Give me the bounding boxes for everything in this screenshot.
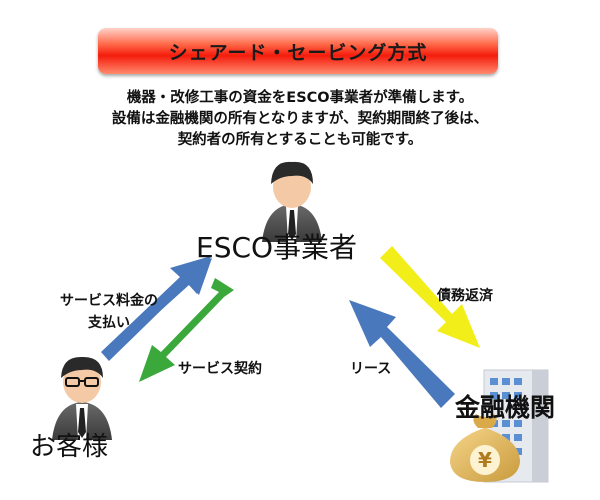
description-line-2: 設備は金融機関の所有となりますが、契約期間終了後は、	[111, 111, 489, 127]
party-esco-label: ESCO事業者	[196, 231, 358, 264]
esco-person-icon	[262, 161, 322, 242]
flow-debt-repayment-label: 債務返済	[437, 288, 493, 304]
flow-service-fee-line-1: サービス料金の	[60, 293, 158, 309]
flow-lease-label: リース	[350, 361, 392, 377]
party-customer-label: お客様	[30, 432, 109, 462]
arrow-service-contract-icon	[139, 278, 234, 382]
page-title: シェアード・セービング方式	[168, 41, 428, 64]
arrow-service-fee-icon	[101, 256, 212, 361]
title-banner: シェアード・セービング方式	[98, 28, 498, 74]
flow-service-fee-label: サービス料金の 支払い	[44, 290, 174, 334]
money-bag-icon: ¥	[450, 414, 520, 482]
arrow-debt-repayment-icon	[380, 246, 480, 348]
yen-symbol: ¥	[478, 448, 492, 472]
flow-service-fee-line-2: 支払い	[88, 315, 130, 331]
party-bank-label: 金融機関	[455, 393, 556, 422]
customer-person-icon	[52, 356, 112, 440]
arrow-lease-icon	[349, 300, 455, 408]
description-line-3: 契約者の所有とすることも可能です。	[177, 132, 423, 148]
description-text: 機器・改修工事の資金をESCO事業者が準備します。 設備は金融機関の所有となりま…	[0, 88, 600, 151]
description-line-1: 機器・改修工事の資金をESCO事業者が準備します。	[126, 90, 474, 106]
flow-service-contract-label: サービス契約	[178, 361, 262, 377]
